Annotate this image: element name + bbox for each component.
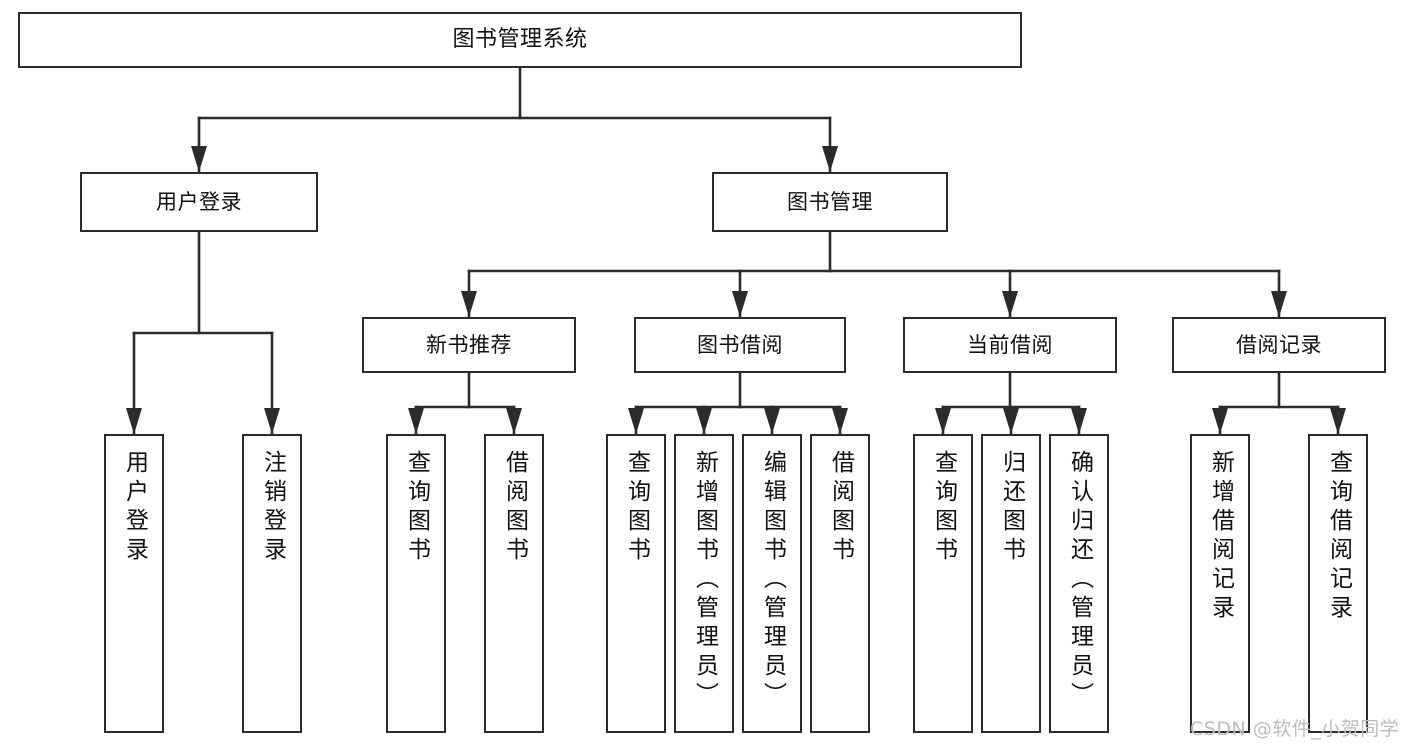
arrow-head-icon: [1002, 291, 1018, 317]
node-leaf-borrow-2[interactable]: 借阅图书: [810, 434, 870, 733]
node-leaf-confirm[interactable]: 确认归还（管理员）: [1049, 434, 1109, 733]
arrow-head-icon: [1330, 408, 1346, 434]
node-leaf-logout[interactable]: 注销登录: [242, 434, 302, 733]
node-label: 借阅图书: [827, 450, 854, 566]
node-label: 编辑图书（管理员）: [759, 450, 786, 711]
arrow-head-icon: [764, 408, 780, 434]
node-leaf-query-rec[interactable]: 查询借阅记录: [1308, 434, 1368, 733]
arrow-head-icon: [696, 408, 712, 434]
node-label: 归还图书: [998, 450, 1025, 566]
node-label: 图书管理系统: [452, 27, 588, 53]
arrow-head-icon: [126, 408, 142, 434]
node-root[interactable]: 图书管理系统: [18, 12, 1022, 68]
node-label: 查询图书: [930, 450, 957, 566]
arrow-head-icon: [506, 408, 522, 434]
node-leaf-query-1[interactable]: 查询图书: [386, 434, 446, 733]
node-label: 查询借阅记录: [1325, 450, 1352, 624]
node-leaf-query-2[interactable]: 查询图书: [606, 434, 666, 733]
arrow-head-icon: [1271, 291, 1287, 317]
node-leaf-edit-book[interactable]: 编辑图书（管理员）: [742, 434, 802, 733]
node-label: 新增图书（管理员）: [691, 450, 718, 711]
node-label: 新增借阅记录: [1207, 450, 1234, 624]
node-label: 借阅图书: [501, 450, 528, 566]
arrow-head-icon: [822, 146, 838, 172]
arrow-head-icon: [732, 291, 748, 317]
node-label: 查询图书: [623, 450, 650, 566]
node-leaf-add-rec[interactable]: 新增借阅记录: [1190, 434, 1250, 733]
arrow-head-icon: [628, 408, 644, 434]
arrow-head-icon: [191, 146, 207, 172]
node-label: 当前借阅: [967, 332, 1053, 357]
node-leaf-return[interactable]: 归还图书: [981, 434, 1041, 733]
node-label: 图书管理: [787, 189, 873, 214]
arrow-head-icon: [1003, 408, 1019, 434]
node-leaf-borrow-1[interactable]: 借阅图书: [484, 434, 544, 733]
arrow-head-icon: [832, 408, 848, 434]
node-user-login[interactable]: 用户登录: [80, 172, 318, 232]
arrow-head-icon: [935, 408, 951, 434]
node-current-borrow[interactable]: 当前借阅: [903, 317, 1117, 373]
node-label: 查询图书: [403, 450, 430, 566]
arrow-head-icon: [1212, 408, 1228, 434]
node-book-manage[interactable]: 图书管理: [712, 172, 948, 232]
node-label: 借阅记录: [1236, 332, 1322, 357]
node-leaf-add-book[interactable]: 新增图书（管理员）: [674, 434, 734, 733]
node-leaf-user-login[interactable]: 用户登录: [104, 434, 164, 733]
node-label: 确认归还（管理员）: [1066, 450, 1093, 711]
arrow-head-icon: [264, 408, 280, 434]
node-label: 注销登录: [259, 450, 286, 566]
node-label: 用户登录: [121, 450, 148, 566]
watermark: CSDN @软件_小贺同学: [1190, 718, 1400, 740]
node-book-borrow[interactable]: 图书借阅: [634, 317, 846, 373]
node-label: 用户登录: [156, 189, 242, 214]
arrow-head-icon: [461, 291, 477, 317]
arrow-head-icon: [408, 408, 424, 434]
node-new-book-rec[interactable]: 新书推荐: [362, 317, 576, 373]
node-label: 图书借阅: [697, 332, 783, 357]
node-label: 新书推荐: [426, 332, 512, 357]
node-borrow-record[interactable]: 借阅记录: [1172, 317, 1386, 373]
arrow-head-icon: [1071, 408, 1087, 434]
node-leaf-query-3[interactable]: 查询图书: [913, 434, 973, 733]
